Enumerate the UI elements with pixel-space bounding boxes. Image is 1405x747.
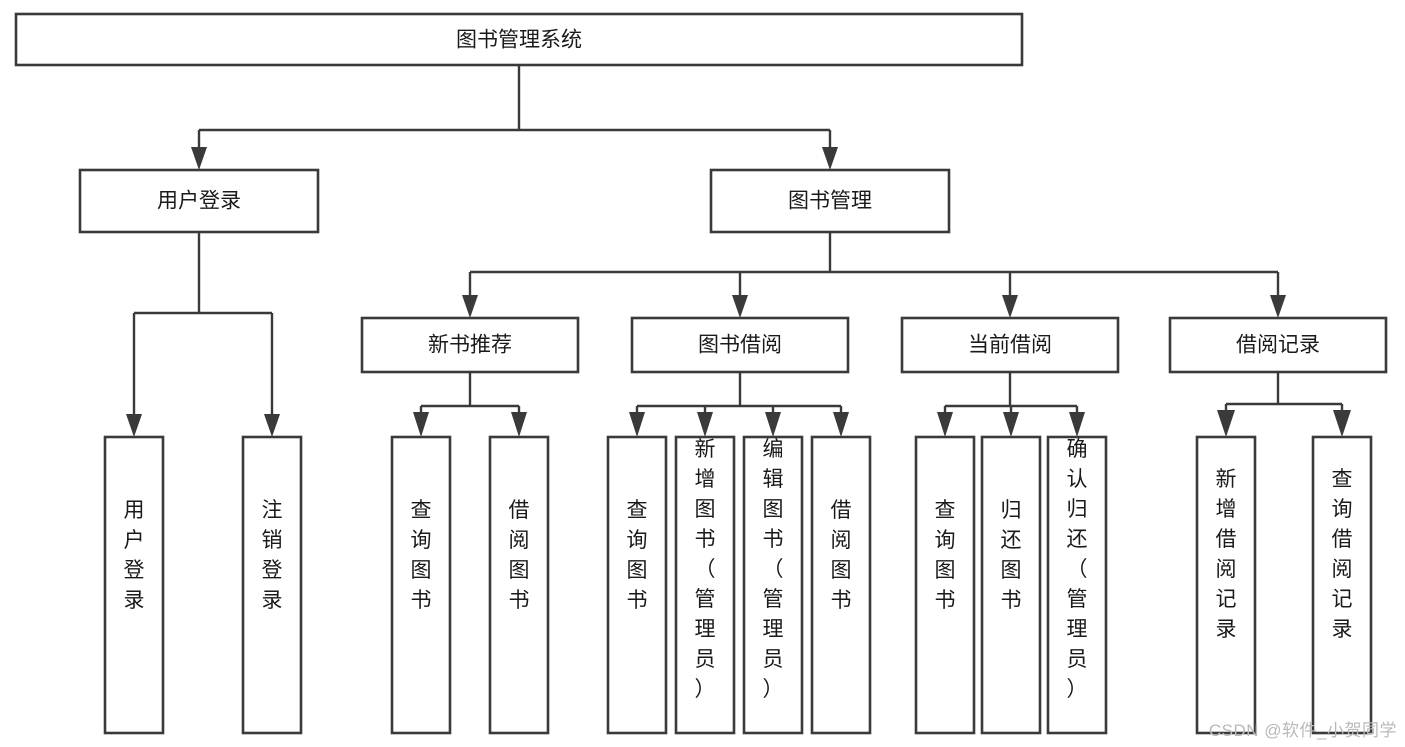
leaf-node-query-book-current-box[interactable]: [914, 435, 976, 735]
connector-group-book-manage-to-level3: [462, 232, 1286, 318]
arrow-head-borrow-record: [1270, 295, 1286, 318]
leaf-node-add-borrow-record[interactable]: 新增借阅记录: [1195, 435, 1257, 735]
connector-group-book-borrow-to-leaves: [629, 372, 849, 437]
node-book-borrow-box[interactable]: [630, 316, 850, 374]
node-borrow-record-box[interactable]: [1168, 316, 1388, 374]
node-book-borrow-label: 图书借阅: [698, 334, 782, 357]
leaf-node-query-book-borrow[interactable]: 查询图书: [606, 435, 668, 735]
connector-group-user-login-to-leaves: [126, 232, 280, 437]
node-book-manage-box[interactable]: [709, 168, 951, 234]
connector-group-new-book-recommend-to-leaves: [413, 372, 527, 437]
node-new-book-recommend[interactable]: 新书推荐: [360, 316, 580, 374]
leaf-node-edit-book-label: 编辑图书（管理员）: [763, 438, 784, 701]
leaf-node-query-book-recommend-box[interactable]: [390, 435, 452, 735]
leaf-node-borrow-book-borrow[interactable]: 借阅图书: [810, 435, 872, 735]
arrow-head-current-borrow: [1002, 295, 1018, 318]
leaf-node-return-book-box[interactable]: [980, 435, 1042, 735]
node-book-manage[interactable]: 图书管理: [709, 168, 951, 234]
leaf-node-logout-box[interactable]: [241, 435, 303, 735]
leaf-node-edit-book[interactable]: 编辑图书（管理员）: [742, 435, 804, 735]
arrow-head-leaf-query-record: [1333, 410, 1351, 437]
leaf-node-query-book-borrow-label: 查询图书: [627, 499, 648, 612]
leaf-node-add-borrow-record-label: 新增借阅记录: [1216, 468, 1237, 641]
arrow-head-leaf-query-book-3: [937, 412, 953, 437]
csdn-watermark: CSDN @软件_小贺同学: [1208, 721, 1397, 740]
connector-group-root-to-level2: [191, 65, 838, 170]
leaf-node-confirm-return-label: 确认归还（管理员）: [1067, 438, 1088, 701]
leaf-node-query-book-borrow-box[interactable]: [606, 435, 668, 735]
arrow-head-leaf-user-login: [126, 414, 142, 437]
leaf-node-borrow-book-borrow-box[interactable]: [810, 435, 872, 735]
arrow-head-leaf-confirm-return: [1069, 412, 1085, 437]
leaf-node-borrow-book-borrow-label: 借阅图书: [831, 499, 852, 612]
leaf-node-query-book-recommend-label: 查询图书: [411, 499, 432, 612]
leaf-node-query-borrow-record[interactable]: 查询借阅记录: [1311, 435, 1373, 735]
node-root-system[interactable]: 图书管理系统: [14, 12, 1024, 67]
leaf-node-query-book-recommend[interactable]: 查询图书: [390, 435, 452, 735]
leaf-node-borrow-book-recommend-box[interactable]: [488, 435, 550, 735]
arrow-head-book-manage: [822, 147, 838, 170]
arrow-head-leaf-edit-book: [765, 412, 781, 437]
connector-group-current-borrow-to-leaves: [937, 372, 1085, 437]
node-new-book-recommend-label: 新书推荐: [428, 334, 512, 357]
arrow-head-book-borrow: [732, 295, 748, 318]
node-new-book-recommend-box[interactable]: [360, 316, 580, 374]
leaf-node-query-borrow-record-box[interactable]: [1311, 435, 1373, 735]
arrow-head-new-book-recommend: [462, 295, 478, 318]
leaf-node-edit-book-box[interactable]: [742, 435, 804, 735]
node-borrow-record-label: 借阅记录: [1236, 334, 1320, 357]
leaf-node-borrow-book-recommend[interactable]: 借阅图书: [488, 435, 550, 735]
leaf-node-user-login[interactable]: 用户登录: [103, 435, 165, 735]
leaf-node-return-book[interactable]: 归还图书: [980, 435, 1042, 735]
leaf-node-logout-label: 注销登录: [262, 499, 283, 612]
arrow-head-leaf-add-record: [1217, 410, 1235, 437]
node-user-login[interactable]: 用户登录: [78, 168, 320, 234]
leaf-node-borrow-book-recommend-label: 借阅图书: [509, 499, 530, 612]
arrow-head-leaf-query-book-1: [413, 412, 429, 437]
leaf-node-add-book-box[interactable]: [674, 435, 736, 735]
leaf-node-add-borrow-record-box[interactable]: [1195, 435, 1257, 735]
leaf-node-return-book-label: 归还图书: [1001, 499, 1022, 612]
node-book-manage-label: 图书管理: [788, 190, 872, 213]
arrow-head-leaf-query-book-2: [629, 412, 645, 437]
leaf-node-confirm-return[interactable]: 确认归还（管理员）: [1046, 435, 1108, 735]
arrow-head-user-login: [191, 147, 207, 170]
arrow-head-leaf-return-book: [1003, 412, 1019, 437]
leaf-node-user-login-box[interactable]: [103, 435, 165, 735]
node-current-borrow-box[interactable]: [900, 316, 1120, 374]
arrow-head-leaf-borrow-book-2: [833, 412, 849, 437]
arrow-head-leaf-borrow-book-1: [511, 412, 527, 437]
leaf-node-user-login-label: 用户登录: [124, 499, 145, 612]
leaf-node-logout[interactable]: 注销登录: [241, 435, 303, 735]
leaf-node-query-book-current[interactable]: 查询图书: [914, 435, 976, 735]
node-root-system-box[interactable]: [14, 12, 1024, 67]
arrow-head-leaf-add-book: [697, 412, 713, 437]
node-user-login-box[interactable]: [78, 168, 320, 234]
arrow-head-leaf-logout: [264, 414, 280, 437]
leaf-node-confirm-return-box[interactable]: [1046, 435, 1108, 735]
leaf-node-query-borrow-record-label: 查询借阅记录: [1332, 468, 1353, 641]
leaf-node-query-book-current-label: 查询图书: [935, 499, 956, 612]
node-user-login-label: 用户登录: [157, 190, 241, 213]
node-root-system-label: 图书管理系统: [456, 29, 582, 52]
node-book-borrow[interactable]: 图书借阅: [630, 316, 850, 374]
leaf-node-add-book[interactable]: 新增图书（管理员）: [674, 435, 736, 735]
node-borrow-record[interactable]: 借阅记录: [1168, 316, 1388, 374]
node-current-borrow[interactable]: 当前借阅: [900, 316, 1120, 374]
connector-group-borrow-record-to-leaves: [1217, 372, 1351, 437]
leaf-node-add-book-label: 新增图书（管理员）: [695, 438, 716, 701]
node-current-borrow-label: 当前借阅: [968, 334, 1052, 357]
